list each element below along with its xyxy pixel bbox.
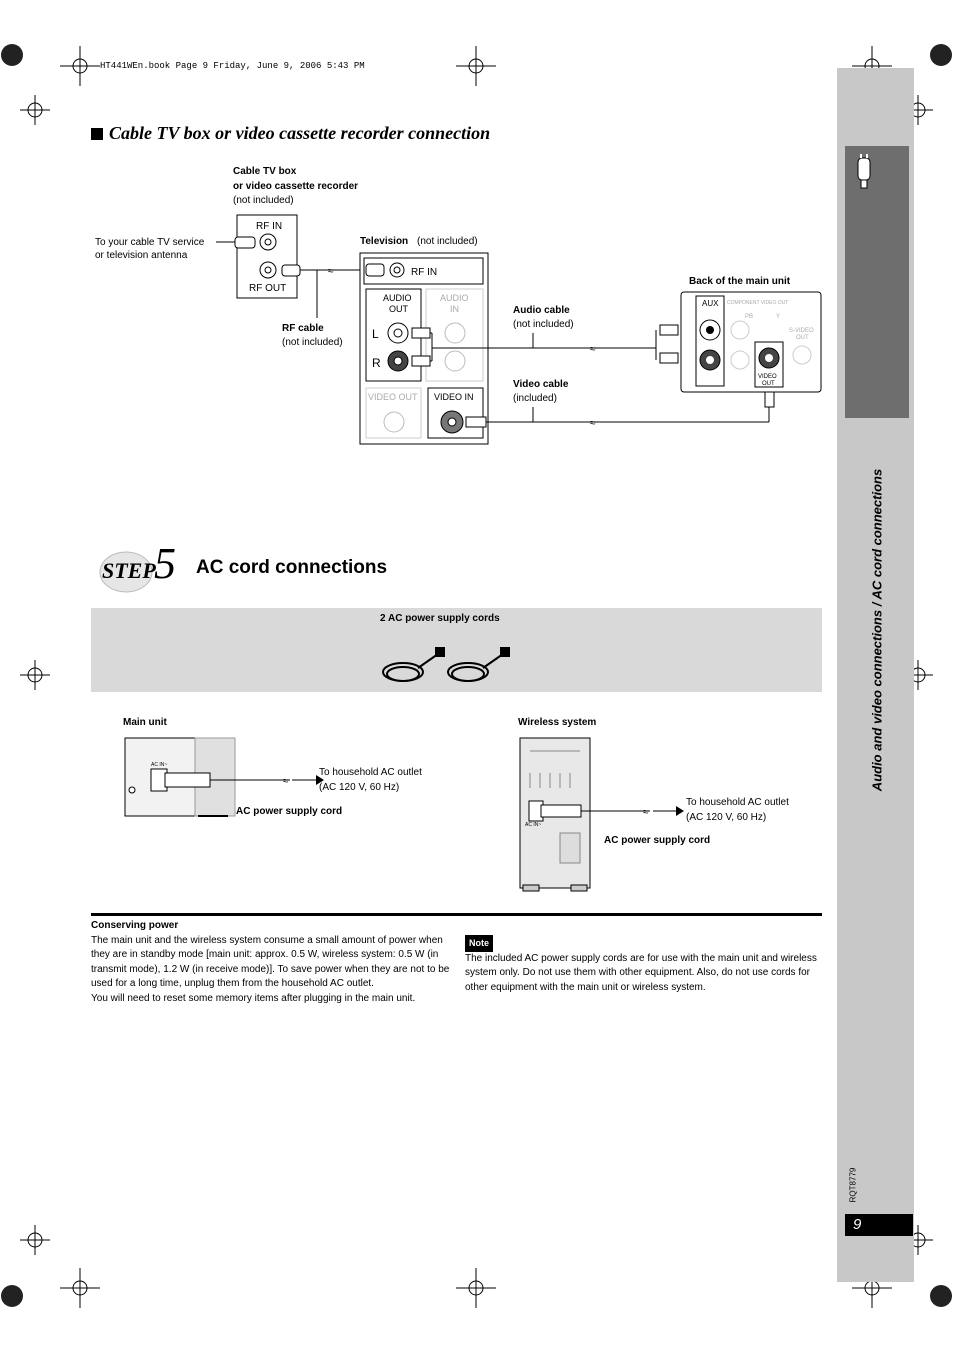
svg-text:≈: ≈ [590, 344, 596, 355]
svg-text:≈: ≈ [283, 776, 289, 787]
plug-icon [857, 154, 871, 189]
main-unit-drawing: AC IN~ ≈ [124, 737, 324, 817]
conserving-title: Conserving power [91, 920, 179, 931]
svg-text:L: L [372, 327, 379, 341]
square-bullet-icon [91, 128, 103, 140]
svg-text:R: R [372, 356, 381, 370]
arrow-right-icon [676, 806, 684, 816]
sidebar-vertical-title: Audio and video connections / AC cord co… [869, 468, 885, 792]
step-badge: STEP 5 [98, 539, 178, 600]
conserving-body: The main unit and the wireless system co… [91, 934, 450, 990]
connection-diagram: RF IN RF OUT ≈ Cable TV box or video cas… [95, 166, 822, 445]
wireless-outlet-line1: To household AC outlet [686, 797, 789, 808]
svg-text:AUDIO: AUDIO [440, 293, 469, 303]
conserving-power-block: Conserving power The main unit and the w… [91, 919, 451, 1006]
cable-box [236, 214, 298, 299]
svg-text:COMPONENT VIDEO OUT: COMPONENT VIDEO OUT [727, 300, 788, 306]
svg-text:≈: ≈ [643, 807, 649, 818]
svg-text:Audio cable: Audio cable [513, 305, 570, 316]
cords-label: 2 AC power supply cords [380, 613, 500, 624]
wireless-cord-label: AC power supply cord [604, 835, 711, 846]
main-unit-title: Main unit [123, 717, 167, 728]
power-cords-icon [382, 647, 510, 682]
svg-text:RF IN: RF IN [411, 267, 437, 278]
section-title: Cable TV box or video cassette recorder … [91, 123, 490, 144]
svg-text:AC IN~: AC IN~ [151, 762, 167, 768]
crosshair-icon [456, 1268, 496, 1308]
svg-text:VIDEO OUT: VIDEO OUT [368, 392, 418, 402]
star-target-icon [930, 1285, 952, 1307]
svg-text:(included): (included) [513, 393, 557, 404]
svg-text:≈: ≈ [590, 418, 596, 429]
svg-text:≈: ≈ [328, 266, 334, 277]
main-unit-outlet-line2: (AC 120 V, 60 Hz) [319, 782, 400, 793]
svg-text:Back of the main unit: Back of the main unit [689, 276, 791, 287]
rf-in-label: RF IN [256, 221, 282, 232]
page-number: 9 [845, 1214, 913, 1236]
document-code: RQT8779 [848, 1167, 858, 1203]
svg-text:VIDEO IN: VIDEO IN [434, 392, 474, 402]
svg-text:AUDIO: AUDIO [383, 293, 412, 303]
crosshair-icon [60, 1268, 100, 1308]
divider [91, 913, 822, 916]
note-block: Note The included AC power supply cords … [465, 935, 825, 995]
side-tab [845, 146, 909, 418]
svg-text:(not included): (not included) [417, 236, 478, 247]
crosshair-icon [20, 1225, 50, 1255]
svg-text:RF cable: RF cable [282, 323, 324, 334]
svg-text:IN: IN [450, 304, 459, 314]
star-target-icon [1, 1285, 23, 1307]
note-body: The included AC power supply cords are f… [465, 952, 817, 993]
svg-text:RF OUT: RF OUT [249, 283, 286, 294]
svg-text:VIDEO: VIDEO [758, 374, 777, 380]
svg-text:Video cable: Video cable [513, 379, 569, 390]
wireless-outlet-line2: (AC 120 V, 60 Hz) [686, 812, 767, 823]
svg-text:OUT: OUT [389, 304, 409, 314]
crosshair-icon [456, 46, 496, 86]
crosshair-icon [60, 46, 100, 86]
file-info-line: HT441WEn.book Page 9 Friday, June 9, 200… [100, 61, 365, 71]
svg-text:(not included): (not included) [513, 319, 574, 330]
main-unit-outlet-line1: To household AC outlet [319, 767, 422, 778]
svg-text:S-VIDEO: S-VIDEO [789, 328, 814, 334]
svg-text:To your cable TV service: To your cable TV service [95, 237, 205, 248]
svg-text:Cable TV box: Cable TV box [233, 166, 297, 177]
svg-text:PB: PB [745, 314, 753, 320]
star-target-icon [930, 44, 952, 66]
svg-text:or video cassette recorder: or video cassette recorder [233, 181, 358, 192]
svg-text:OUT: OUT [796, 335, 809, 341]
svg-text:(not included): (not included) [282, 337, 343, 348]
crosshair-icon [20, 95, 50, 125]
arrow-right-icon [316, 775, 324, 785]
leaf-icon [99, 551, 153, 593]
step-title: AC cord connections [196, 557, 388, 578]
svg-text:Television: Television [360, 236, 408, 247]
svg-text:AUX: AUX [702, 299, 719, 308]
conserving-body-2: You will need to reset some memory items… [91, 992, 416, 1004]
wireless-title: Wireless system [518, 717, 597, 728]
svg-text:OUT: OUT [762, 381, 775, 387]
star-target-icon [1, 44, 23, 66]
svg-text:or television antenna: or television antenna [95, 250, 188, 261]
wireless-drawing: AC IN~ ≈ [519, 737, 684, 892]
note-tag: Note [465, 935, 493, 952]
svg-text:Y: Y [776, 314, 780, 320]
crosshair-icon [20, 660, 50, 690]
main-unit-cord-label: AC power supply cord [236, 806, 343, 817]
svg-text:(not included): (not included) [233, 195, 294, 206]
svg-text:AC IN~: AC IN~ [525, 822, 541, 828]
